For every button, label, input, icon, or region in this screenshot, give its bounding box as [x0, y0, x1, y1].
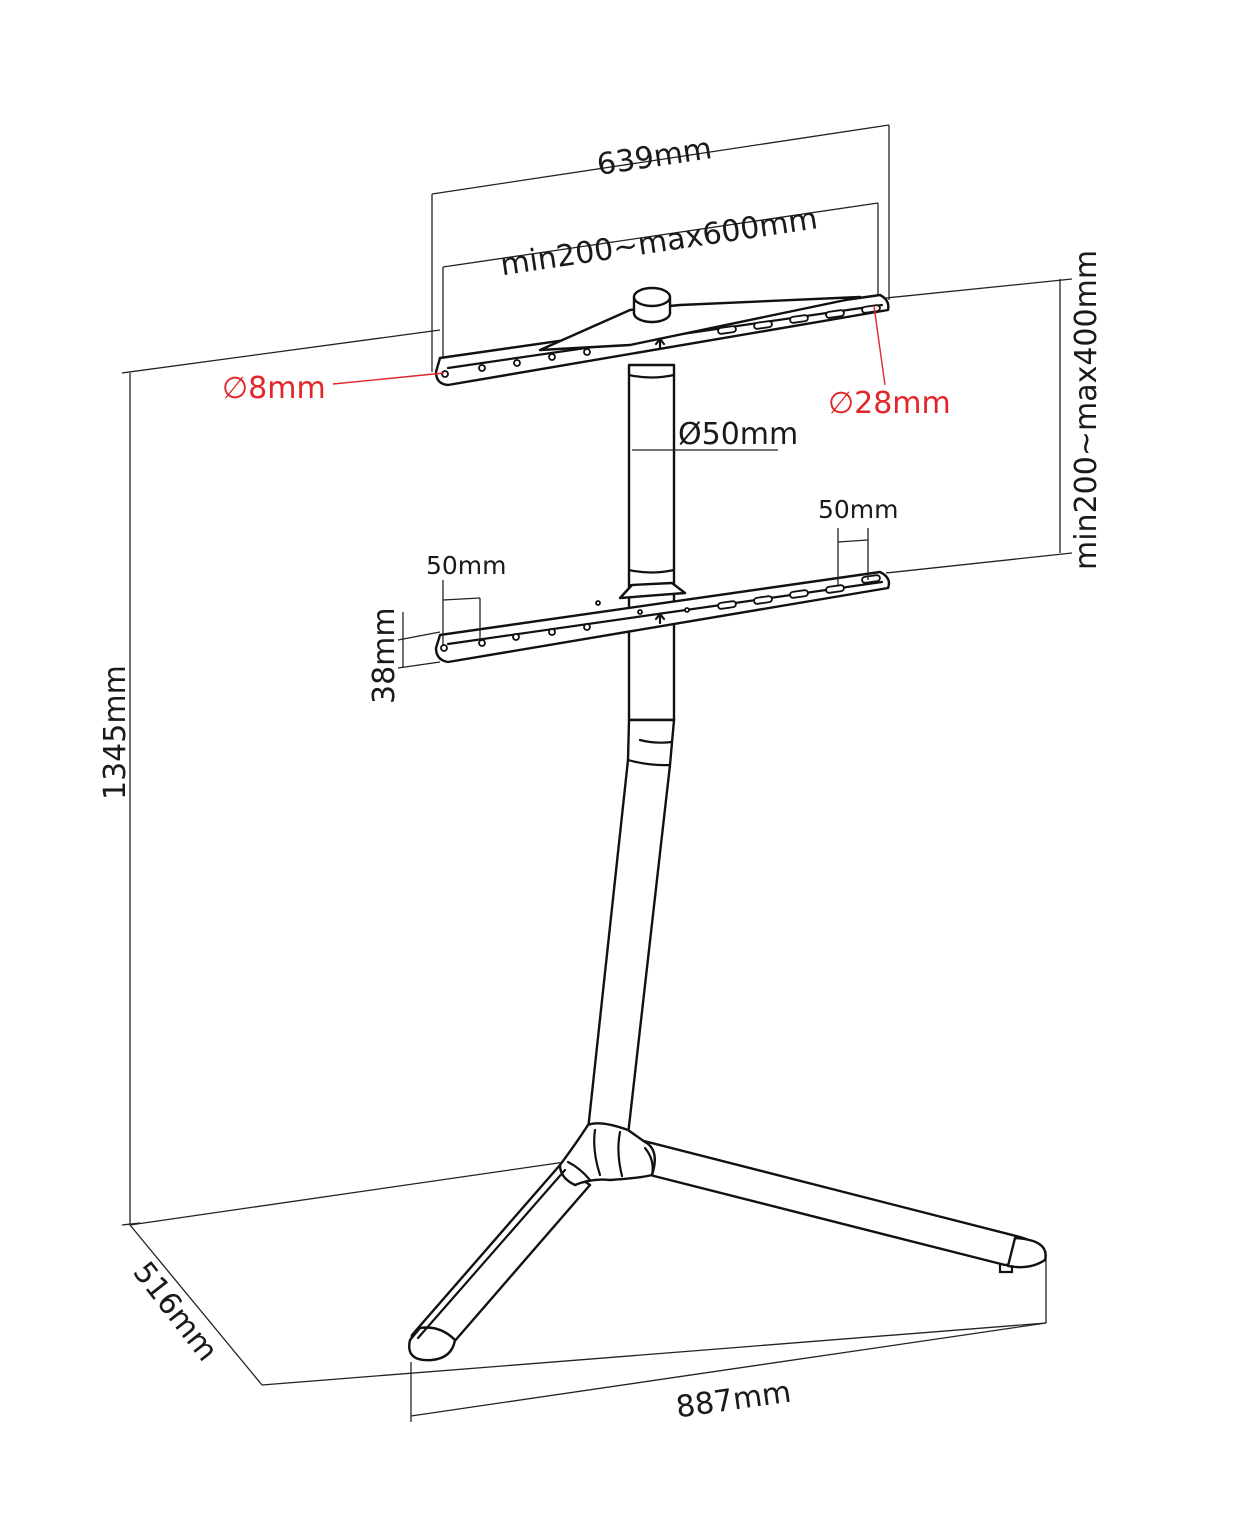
lower-pole	[586, 718, 676, 1137]
slot-spacing-dimensions	[397, 528, 869, 669]
top-bracket	[434, 286, 890, 387]
total-height-label: 1345mm	[98, 665, 133, 800]
slot-spacing-right-label: 50mm	[818, 495, 899, 524]
hole-small-leader	[332, 372, 445, 385]
bottom-bracket	[434, 570, 891, 664]
overall-width-label: 639mm	[595, 131, 715, 183]
upper-pole	[627, 363, 676, 725]
slot-spacing-left-label: 50mm	[426, 551, 507, 580]
base-width-label: 887mm	[674, 1375, 793, 1426]
hole-large-leader	[873, 305, 886, 386]
pole-diameter-label: Ø50mm	[678, 417, 798, 452]
tripod-base	[408, 1122, 1047, 1362]
width-dimensions	[431, 124, 890, 372]
base-width-dimension	[410, 1322, 1047, 1422]
vesa-height-label: min200~max400mm	[1069, 250, 1104, 570]
hole-small-label: ∅8mm	[222, 371, 326, 406]
floor-outline	[129, 1161, 1047, 1386]
height-dimension	[121, 329, 441, 1226]
vesa-height-dimension	[885, 278, 1073, 574]
vesa-width-label: min200~max600mm	[498, 201, 820, 283]
base-depth-label: 516mm	[126, 1255, 225, 1368]
hole-large-label: ∅28mm	[828, 386, 951, 421]
bracket-height-label: 38mm	[367, 607, 402, 704]
